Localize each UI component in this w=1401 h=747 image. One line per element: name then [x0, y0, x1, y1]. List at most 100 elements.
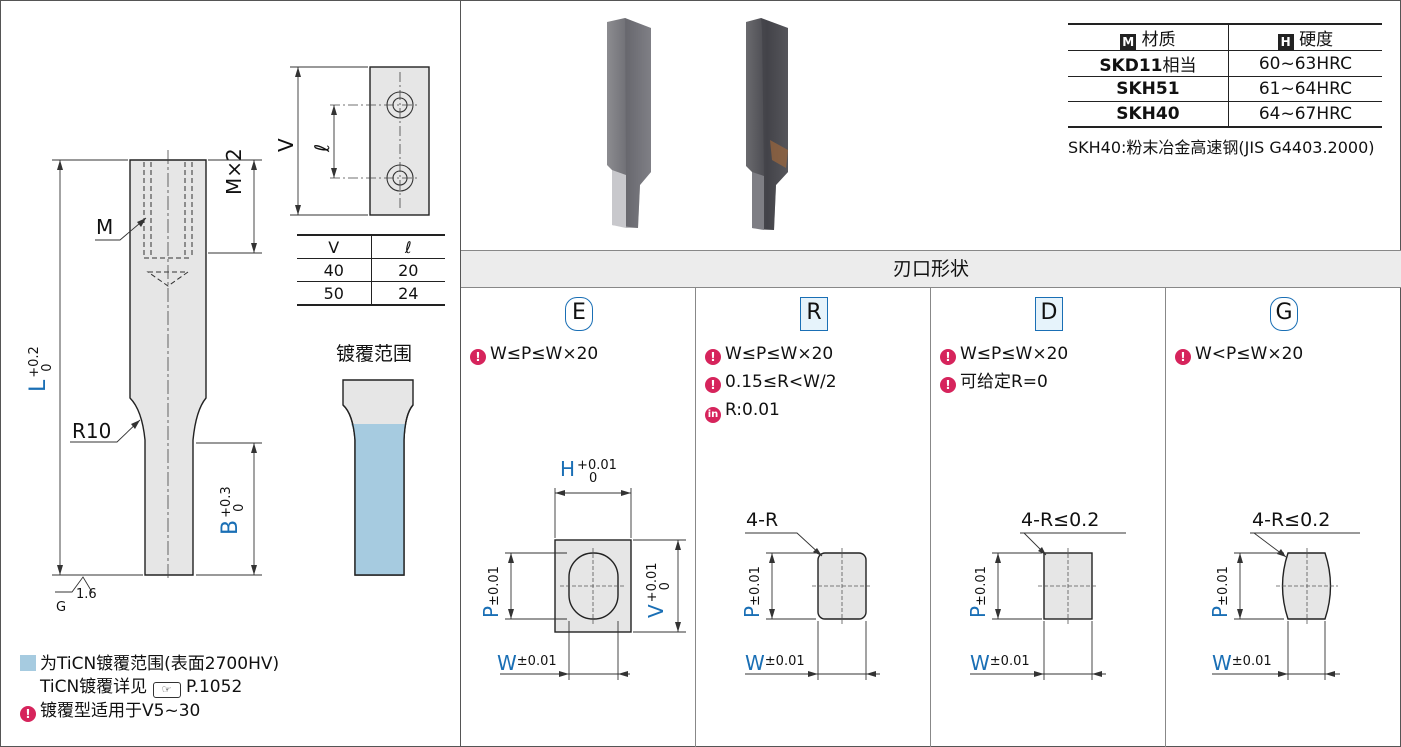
v-ell-header-row: V ℓ	[297, 234, 445, 259]
coating-warning: !镀覆型适用于V5~30	[20, 703, 200, 722]
material-row: SKH51 61~64HRC	[1068, 76, 1382, 102]
shape-e-condition-text: W≤P≤W×20	[490, 344, 599, 364]
v-ell-cell: 50	[297, 281, 372, 306]
v-ell-row: 40 20	[297, 258, 445, 282]
shape-r-drawing	[745, 532, 880, 680]
shape-code-g: G	[1270, 297, 1298, 331]
warning-icon: !	[940, 349, 956, 365]
shape-code-d: D	[1035, 297, 1063, 331]
shape-r-info-text: R:0.01	[725, 400, 780, 420]
warning-icon: !	[20, 706, 36, 722]
material-name: SKD11	[1099, 56, 1163, 76]
shape-g-dim-w: W±0.01	[1212, 653, 1272, 673]
dim-p-letter: P	[966, 605, 990, 618]
edge-shapes-header: 刃口形状	[461, 250, 1401, 288]
shape-r-dim-p: P±0.01	[740, 566, 764, 618]
shape-d-corner-label: 4-R≤0.2	[1021, 509, 1100, 531]
v-ell-row: 50 24	[297, 281, 445, 306]
warning-icon: !	[470, 349, 486, 365]
dim-w-letter: W	[497, 651, 517, 675]
shape-d-condition-text: W≤P≤W×20	[960, 344, 1069, 364]
coating-range-title: 镀覆范围	[336, 343, 413, 365]
dim-w-letter: W	[745, 651, 765, 675]
shape-d-condition: !可给定R=0	[940, 374, 1048, 393]
info-icon: in	[705, 407, 721, 423]
shape-g-condition: !W<P≤W×20	[1175, 346, 1303, 365]
r10-label: R10	[72, 419, 112, 443]
dim-p-tol: ±0.01	[487, 566, 502, 606]
shape-g-condition-text: W<P≤W×20	[1195, 344, 1304, 364]
dim-h-tol-lower: 0	[589, 471, 598, 486]
dim-p-letter: P	[1208, 605, 1232, 618]
dim-h-tol-upper: +0.01	[577, 458, 617, 473]
dim-p-tol: ±0.01	[974, 566, 989, 606]
shape-d-drawing	[970, 532, 1126, 680]
shape-g-dim-p: P±0.01	[1208, 566, 1232, 618]
coating-legend-text: 为TiCN镀覆范围(表面2700HV)	[40, 654, 280, 674]
v-ell-table: V ℓ 40 20 50 24	[297, 234, 445, 306]
hardness-h-icon: H	[1277, 34, 1294, 50]
dim-w-letter: W	[1212, 651, 1232, 675]
dim-p-tol: ±0.01	[748, 566, 763, 606]
dim-w-letter: W	[970, 651, 990, 675]
coating-page-ref[interactable]: P.1052	[185, 677, 243, 697]
shape-code-e: E	[565, 297, 593, 331]
v-ell-header: V	[297, 234, 372, 259]
dim-p-letter: P	[479, 605, 503, 618]
dim-v-tol-lower: 0	[658, 582, 673, 591]
dim-v-letter: V	[644, 604, 668, 618]
dim-h-letter: H	[560, 457, 576, 481]
material-note: SKH40:粉末冶金高速钢(JIS G4403.2000)	[1068, 138, 1375, 157]
shape-g-corner-label: 4-R≤0.2	[1252, 509, 1331, 531]
dim-w-tol: ±0.01	[516, 654, 557, 669]
shape-d-dim-w: W±0.01	[970, 653, 1030, 673]
shape-d-condition-text: 可给定R=0	[960, 372, 1048, 392]
dim-w-tol: ±0.01	[989, 654, 1030, 669]
shape-code-r: R	[800, 297, 828, 331]
material-m-icon: M	[1120, 34, 1137, 50]
shape-e-condition: !W≤P≤W×20	[470, 346, 598, 365]
shape-d-dim-p: P±0.01	[966, 566, 990, 618]
shape-r-condition-text: W≤P≤W×20	[725, 344, 834, 364]
material-header-text: 材质	[1141, 30, 1176, 50]
material-suffix: 相当	[1162, 56, 1197, 76]
coating-legend: 为TiCN镀覆范围(表面2700HV)	[20, 655, 279, 673]
warning-icon: !	[940, 377, 956, 393]
v-ell-cell: 24	[371, 281, 445, 306]
dim-w-tol: ±0.01	[764, 654, 805, 669]
hardness-cell: 60~63HRC	[1228, 50, 1382, 77]
shape-r-corner-label: 4-R	[746, 509, 779, 531]
v-ell-cell: 20	[371, 258, 445, 282]
material-cell: SKH40	[1068, 101, 1229, 128]
materials-header-row: M 材质 H 硬度	[1068, 23, 1382, 51]
material-row: SKH40 64~67HRC	[1068, 101, 1382, 128]
coating-detail-text: TiCN镀覆详见	[40, 677, 148, 697]
shape-d-condition: !W≤P≤W×20	[940, 346, 1068, 365]
material-row: SKD11相当 60~63HRC	[1068, 50, 1382, 77]
dim-w-tol: ±0.01	[1231, 654, 1272, 669]
materials-table: M 材质 H 硬度 SKD11相当 60~63HRC SKH51 61~64HR…	[1068, 23, 1382, 128]
coating-detail: TiCN镀覆详见 ☞ P.1052	[40, 679, 242, 698]
shape-r-condition-text: 0.15≤R<W/2	[725, 372, 837, 392]
hardness-header-text: 硬度	[1299, 30, 1334, 50]
thread-label: M	[96, 215, 114, 239]
coating-swatch	[20, 655, 36, 671]
material-header: M 材质	[1068, 23, 1229, 51]
punch-drawing	[52, 66, 430, 593]
coating-warning-text: 镀覆型适用于V5~30	[40, 701, 201, 721]
shape-e-drawing	[500, 488, 686, 680]
warning-icon: !	[705, 377, 721, 393]
material-cell: SKH51	[1068, 76, 1229, 102]
finish-grade-g: G	[56, 600, 67, 615]
shape-r-condition: !0.15≤R<W/2	[705, 374, 837, 393]
hardness-header: H 硬度	[1228, 23, 1382, 51]
dim-p-tol: ±0.01	[1216, 566, 1231, 606]
hardness-cell: 64~67HRC	[1228, 101, 1382, 128]
v-ell-cell: 40	[297, 258, 372, 282]
finish-value: 1.6	[76, 587, 97, 602]
pointing-hand-icon: ☞	[152, 682, 181, 698]
